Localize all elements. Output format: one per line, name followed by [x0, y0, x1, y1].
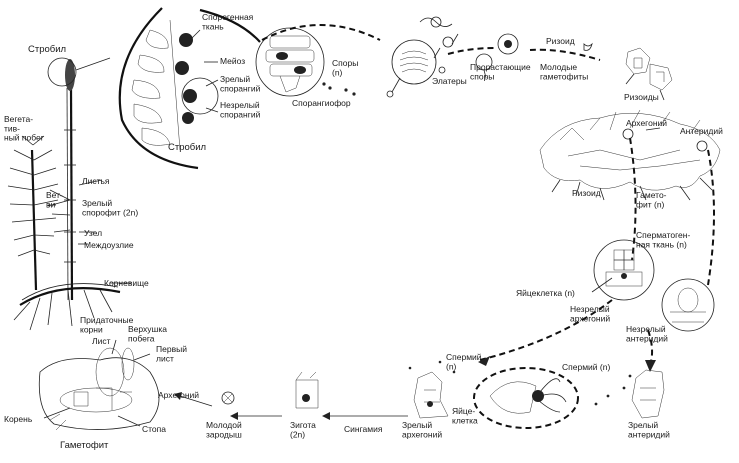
sporangiophore-detail — [255, 27, 356, 97]
label-rhizoids: Ризоиды — [624, 92, 659, 102]
label-sporangiophore: Спорангиофор — [292, 98, 351, 108]
label-egg-cell-n: Яйцеклетка (n) — [516, 288, 575, 298]
label-meiosis: Мейоз — [220, 56, 245, 66]
label-elaters: Элатеры — [432, 76, 467, 86]
label-egg-cell: Яйце-клетка — [452, 406, 478, 425]
mature-gametophyte — [539, 109, 721, 201]
young-sporophyte-on-gametophyte — [38, 339, 160, 431]
label-branches: Вет-ви — [46, 190, 63, 209]
zygote — [295, 371, 319, 409]
labels: Стробил Вегета-тив-ный побег Листья Вет-… — [4, 12, 723, 451]
immature-archegonium-detail — [591, 239, 655, 301]
label-sperm-left: Спермий(n) — [446, 352, 482, 371]
young-embryo — [221, 391, 235, 405]
label-node: Узел — [84, 228, 102, 238]
germinating-spores — [475, 33, 519, 79]
label-antheridium-top: Антеридий — [680, 126, 723, 136]
label-root: Корень — [4, 414, 33, 424]
label-gametophyte-n: Гамето-фит (n) — [636, 190, 667, 209]
label-internode: Междоузлие — [84, 240, 134, 250]
label-archegonium-bottom: Архегоний — [158, 390, 199, 400]
label-strobil-bottom: Стробил — [168, 142, 206, 153]
mature-archegonium — [408, 360, 456, 419]
label-archegonium-top: Архегоний — [626, 118, 667, 128]
label-rhizoid-mid: Ризоид — [572, 188, 601, 198]
label-zygote: Зигота(2n) — [290, 420, 316, 439]
label-leaf: Лист — [92, 336, 111, 346]
label-leaves: Листья — [82, 176, 110, 186]
strobil-cross-section — [47, 7, 261, 170]
label-spermatogenous-tissue: Сперматоген-ная ткань (n) — [636, 230, 690, 249]
label-rhizome: Корневище — [104, 278, 149, 288]
label-gametophyte: Гаметофит — [60, 440, 109, 451]
mature-antheridium — [594, 369, 665, 419]
label-rhizoid-top: Ризоид — [546, 36, 575, 46]
life-cycle-path — [174, 24, 715, 420]
label-syngamy: Сингамия — [344, 424, 383, 434]
syngamy-detail — [473, 367, 579, 429]
label-spores: Споры(n) — [332, 58, 358, 77]
label-sperm-right: Спермий (n) — [562, 362, 610, 372]
label-vegetative-shoot: Вегета-тив-ный побег — [4, 114, 44, 143]
immature-antheridium-detail — [661, 278, 715, 332]
spores-elaters — [386, 16, 459, 98]
young-gametophytes — [583, 42, 673, 101]
label-foot: Стопа — [142, 424, 166, 434]
sporophyte-plant — [7, 59, 132, 331]
label-strobil-top: Стробил — [28, 44, 66, 55]
